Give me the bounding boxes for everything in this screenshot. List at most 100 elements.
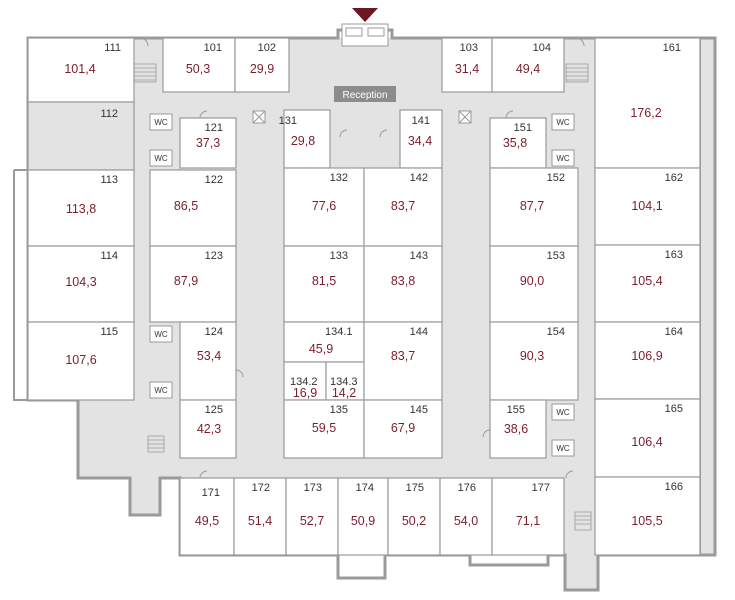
room-104[interactable] — [491, 37, 565, 93]
room-number: 102 — [258, 42, 276, 54]
room-155[interactable] — [489, 399, 547, 459]
shaft-icon — [252, 110, 266, 124]
wc-label: WC — [154, 330, 168, 339]
wc-box — [551, 149, 575, 167]
room-area: 31,4 — [455, 62, 479, 76]
room-number: 151 — [514, 122, 532, 134]
room-number: 176 — [458, 482, 476, 494]
entrance-marker — [352, 8, 378, 22]
room-163[interactable] — [594, 244, 701, 323]
room-area: 34,4 — [408, 134, 432, 148]
room-164[interactable] — [594, 321, 701, 400]
room-area: 49,5 — [195, 514, 219, 528]
room-number: 174 — [356, 482, 374, 494]
room-number: 155 — [507, 404, 525, 416]
room-area: 67,9 — [391, 421, 415, 435]
room-area: 50,9 — [351, 514, 375, 528]
room-area: 90,0 — [520, 274, 544, 288]
wc-box — [149, 149, 173, 167]
room-area: 90,3 — [520, 349, 544, 363]
room-154[interactable] — [489, 321, 579, 401]
room-144[interactable] — [363, 321, 443, 401]
room-number: 134.1 — [325, 326, 353, 338]
room-132[interactable] — [283, 167, 365, 247]
room-area: 83,8 — [391, 274, 415, 288]
shafts — [252, 23, 472, 124]
room-area: 50,3 — [186, 62, 210, 76]
room-area: 87,9 — [174, 274, 198, 288]
room-number: 112 — [100, 108, 118, 120]
wc-box — [149, 113, 173, 131]
room-113[interactable] — [27, 169, 135, 247]
wc-box — [551, 439, 575, 457]
room-112[interactable] — [27, 101, 135, 171]
room-number: 172 — [252, 482, 270, 494]
room-151[interactable] — [489, 117, 547, 169]
room-number: 121 — [205, 122, 223, 134]
room-number: 163 — [665, 249, 683, 261]
room-115[interactable] — [27, 321, 135, 401]
room-area: 176,2 — [630, 106, 661, 120]
room-area: 106,9 — [631, 349, 662, 363]
room-area: 107,6 — [65, 353, 96, 367]
room-number: 115 — [100, 326, 118, 338]
room-area: 77,6 — [312, 199, 336, 213]
room-166[interactable] — [594, 476, 701, 556]
wc-blocks: WC WC WC WC WC WC WC WC — [149, 113, 575, 457]
room-162[interactable] — [594, 167, 701, 246]
room-area: 83,7 — [391, 349, 415, 363]
room-176[interactable] — [439, 477, 493, 556]
room-121[interactable] — [179, 117, 237, 169]
room-111[interactable] — [27, 37, 135, 103]
room-122[interactable] — [149, 169, 237, 247]
room-area: 49,4 — [516, 62, 540, 76]
room-152[interactable] — [489, 167, 579, 247]
room-area: 14,2 — [332, 386, 356, 400]
room-133[interactable] — [283, 245, 365, 323]
wc-label: WC — [154, 154, 168, 163]
room-area: 104,1 — [631, 199, 662, 213]
wc-label: WC — [556, 154, 570, 163]
room-area: 16,9 — [293, 386, 317, 400]
room-172[interactable] — [233, 477, 287, 556]
room-143[interactable] — [363, 245, 443, 323]
room-125[interactable] — [179, 399, 237, 459]
room-153[interactable] — [489, 245, 579, 323]
room-173[interactable] — [285, 477, 339, 556]
room-145[interactable] — [363, 399, 443, 459]
door-arcs — [139, 37, 585, 479]
room-number: 134.3 — [330, 376, 358, 388]
room-number: 134.2 — [290, 376, 318, 388]
room-number: 141 — [412, 115, 430, 127]
room-102[interactable] — [234, 37, 290, 93]
room-174[interactable] — [337, 477, 389, 556]
room-number: 166 — [665, 481, 683, 493]
stairs-icon — [574, 511, 592, 531]
room-175[interactable] — [387, 477, 441, 556]
room-number: 161 — [663, 42, 681, 54]
wc-label: WC — [154, 386, 168, 395]
room-labels: 111101,410150,310229,910331,410449,41611… — [64, 42, 683, 528]
room-number: 103 — [460, 42, 478, 54]
room-177[interactable] — [491, 477, 565, 556]
room-number: 132 — [330, 172, 348, 184]
wc-box — [551, 113, 575, 131]
room-161[interactable] — [594, 37, 701, 169]
room-number: 154 — [547, 326, 565, 338]
room-number: 101 — [204, 42, 222, 54]
room-134-1[interactable] — [283, 321, 365, 363]
room-area: 105,5 — [631, 514, 662, 528]
reception-badge: Reception — [334, 86, 396, 102]
room-103[interactable] — [441, 37, 493, 93]
room-area: 29,9 — [250, 62, 274, 76]
room-124[interactable] — [179, 321, 237, 401]
room-141[interactable] — [399, 109, 443, 169]
stairs — [133, 63, 592, 531]
room-number: 153 — [547, 250, 565, 262]
room-number: 144 — [410, 326, 428, 338]
shaft-icon — [458, 110, 472, 124]
room-area: 50,2 — [402, 514, 426, 528]
room-123[interactable] — [149, 245, 237, 323]
room-number: 165 — [665, 403, 683, 415]
room-142[interactable] — [363, 167, 443, 247]
